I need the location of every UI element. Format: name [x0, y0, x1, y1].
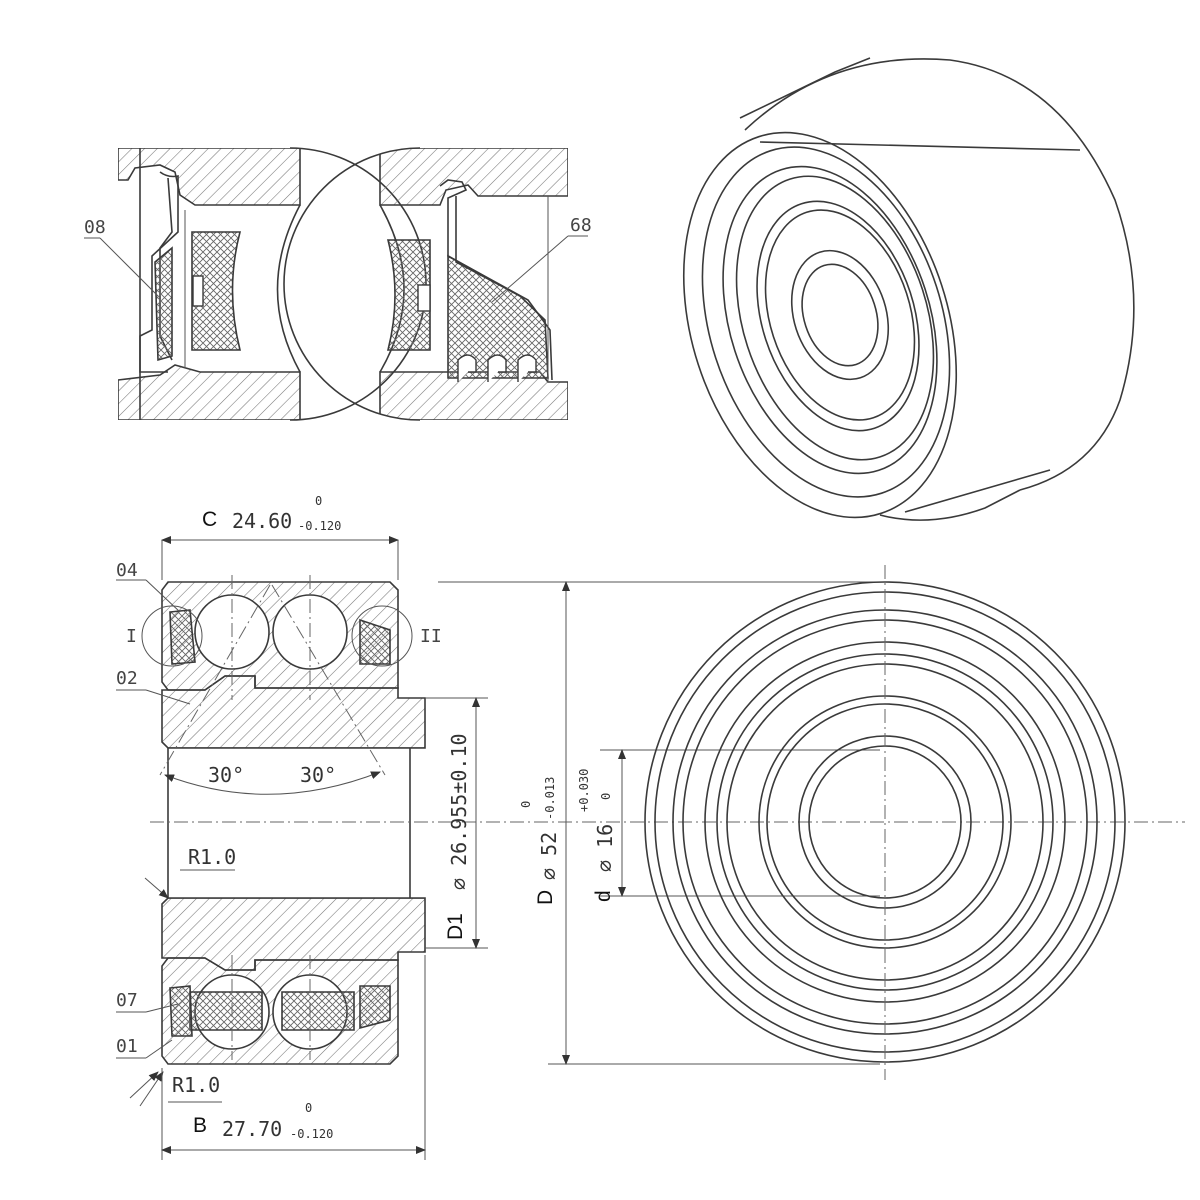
- dimension-D-value: ⌀ 52: [537, 832, 561, 880]
- part-label-68: 68: [570, 215, 592, 236]
- dimension-C-value: 24.60: [232, 509, 292, 533]
- dimension-d-value: ⌀ 16: [593, 824, 617, 872]
- detail-view-left: 08: [84, 147, 427, 421]
- dimension-C-letter: C: [202, 508, 217, 531]
- part-label-07: 07: [116, 990, 138, 1011]
- contact-angle-right: 30°: [300, 763, 336, 787]
- isometric-view: [682, 57, 1135, 521]
- dimension-d-letter: d: [592, 890, 615, 902]
- dimension-d: ⌀ 16 +0.030 0 d: [577, 749, 880, 902]
- dimension-D1-value: ⌀ 26.955±0.10: [447, 733, 471, 890]
- detail-view-right: 68: [283, 147, 592, 421]
- part-label-04: 04: [116, 560, 138, 581]
- dimension-D-tol-lower: -0.013: [543, 777, 557, 820]
- dimension-B: B 27.70 0 -0.120: [161, 955, 426, 1160]
- dimension-C: C 24.60 0 -0.120: [161, 494, 399, 580]
- contact-angle-left: 30°: [208, 763, 244, 787]
- section-view: I II 30° 30° 04 02 07 01 R1.0 R1.0: [116, 560, 1185, 1107]
- dimension-d-tol-upper: +0.030: [577, 769, 591, 812]
- dimension-B-letter: B: [193, 1114, 207, 1137]
- dimension-C-tol-upper: 0: [315, 494, 322, 508]
- detail-marker-I: I: [126, 626, 137, 647]
- dimension-D: ⌀ 52 0 -0.013 D: [438, 581, 880, 1065]
- detail-marker-II: II: [420, 626, 442, 647]
- dimension-D1-letter: D1: [444, 913, 467, 940]
- part-label-08: 08: [84, 217, 106, 238]
- radius-label-top: R1.0: [188, 845, 236, 869]
- dimension-D1: ⌀ 26.955±0.10 D1: [425, 697, 488, 949]
- dimension-B-tol-lower: -0.120: [290, 1127, 333, 1141]
- dimension-D-letter: D: [534, 890, 557, 905]
- dimension-D-tol-upper: 0: [519, 801, 533, 808]
- part-label-01: 01: [116, 1036, 138, 1057]
- front-view: [644, 565, 1126, 1080]
- part-label-02: 02: [116, 668, 138, 689]
- radius-label-bottom: R1.0: [172, 1073, 220, 1097]
- dimension-d-tol-lower: 0: [599, 793, 613, 800]
- dimension-C-tol-lower: -0.120: [298, 519, 341, 533]
- dimension-B-tol-upper: 0: [305, 1101, 312, 1115]
- dimension-B-value: 27.70: [222, 1117, 282, 1141]
